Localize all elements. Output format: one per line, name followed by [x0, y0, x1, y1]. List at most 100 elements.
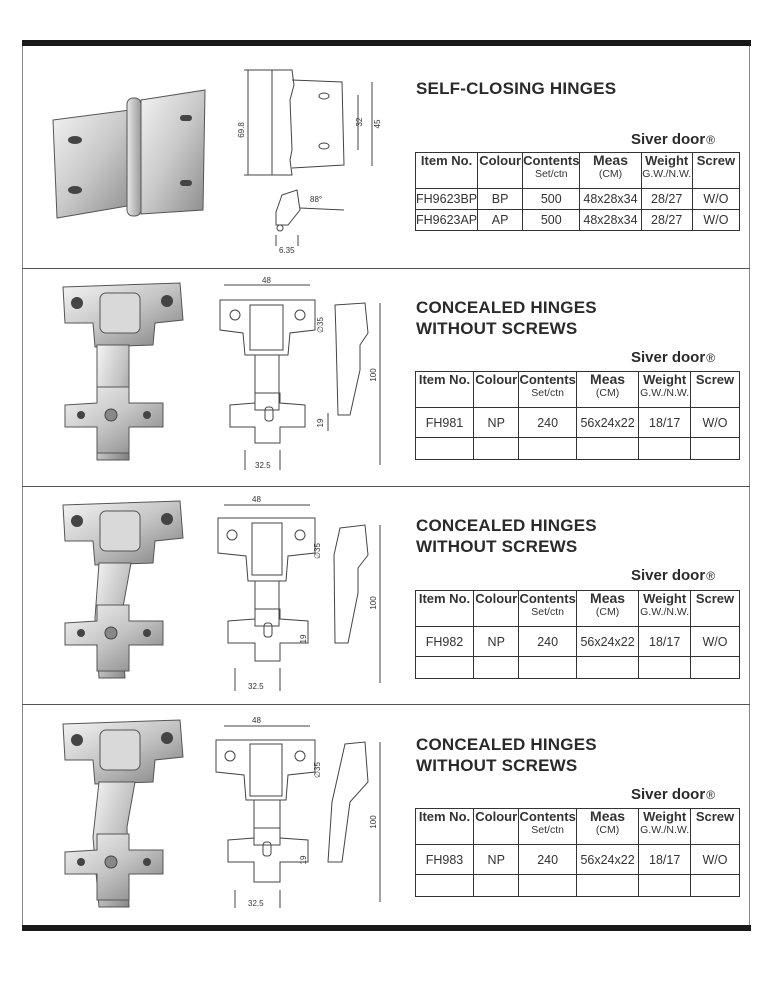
header-screw: Screw	[689, 371, 741, 408]
dim-label: 100	[369, 596, 378, 610]
brand-label: Siver door®	[631, 786, 715, 803]
title-line: WITHOUT SCREWS	[416, 537, 578, 556]
registered-mark: ®	[706, 351, 716, 365]
header-contents-label: Contents	[519, 591, 576, 606]
concealed-hinge-photo	[62, 719, 184, 908]
header-weight-label: Weight	[645, 153, 689, 168]
cell-screw: W/O	[691, 209, 741, 231]
table-row: FH9623BP BP 500 48x28x34 28/27 W/O	[414, 188, 741, 210]
header-meas: Meas(CM)	[575, 590, 640, 627]
cell-meas: 56x24x22	[575, 626, 640, 657]
cell-screw: W/O	[689, 626, 741, 657]
header-contents-label: Contents	[519, 372, 576, 387]
concealed-hinge-photo	[62, 282, 184, 461]
dim-label: 32.5	[248, 899, 264, 908]
header-weight-sub: G.W./N.W.	[642, 168, 692, 180]
registered-mark: ®	[706, 569, 716, 583]
dim-label: 100	[369, 368, 378, 382]
brand-name: Siver door	[631, 131, 706, 148]
header-screw: Screw	[689, 590, 741, 627]
title-line: CONCEALED HINGES	[416, 298, 597, 317]
header-meas: Meas(CM)	[575, 371, 640, 408]
cell-weight: 18/17	[638, 407, 691, 438]
dim-label: 45	[373, 119, 382, 128]
dim-label: 88°	[310, 195, 322, 204]
header-weight-sub: G.W./N.W.	[640, 824, 690, 836]
dim-label: 48	[252, 716, 261, 725]
header-contents-label: Contents	[523, 153, 580, 168]
header-colour: Colour	[472, 371, 520, 408]
header-contents-sub: Set/ctn	[531, 387, 564, 399]
title-line: WITHOUT SCREWS	[416, 756, 578, 775]
table-row: FH9623AP AP 500 48x28x34 28/27 W/O	[414, 209, 741, 231]
cell-contents: 240	[518, 844, 577, 875]
catalog-frame	[22, 46, 750, 925]
cell-contents: 240	[518, 407, 577, 438]
header-item-no: Item No.	[415, 371, 474, 408]
header-meas-sub: (CM)	[595, 387, 620, 399]
cell-colour: BP	[477, 188, 524, 210]
dim-label: 48	[252, 495, 261, 504]
cell-weight: 18/17	[638, 626, 691, 657]
cell-colour: NP	[472, 626, 520, 657]
header-colour: Colour	[477, 152, 524, 189]
section-divider	[22, 704, 750, 705]
dim-label: 19	[299, 855, 308, 864]
title-line: CONCEALED HINGES	[416, 735, 597, 754]
brand-name: Siver door	[631, 786, 706, 803]
section-divider	[22, 268, 750, 269]
title-line: SELF-CLOSING HINGES	[416, 79, 617, 98]
table-row: FH981 NP 240 56x24x22 18/17 W/O	[415, 407, 741, 438]
header-meas-sub: (CM)	[598, 168, 623, 180]
cell-contents: 240	[518, 626, 577, 657]
brand-label: Siver door®	[631, 567, 715, 584]
cell-item: FH9623BP	[414, 188, 479, 210]
section-title: CONCEALED HINGES WITHOUT SCREWS	[416, 297, 597, 339]
registered-mark: ®	[706, 133, 716, 147]
header-contents-sub: Set/ctn	[534, 168, 568, 180]
title-line: WITHOUT SCREWS	[416, 319, 578, 338]
cell-meas: 56x24x22	[575, 844, 640, 875]
cell-meas: 48x28x34	[579, 188, 642, 210]
dim-label: 100	[369, 815, 378, 829]
dim-label: 32	[355, 117, 364, 126]
cell-item: FH9623AP	[414, 209, 479, 231]
header-colour: Colour	[472, 590, 520, 627]
header-meas-label: Meas	[590, 371, 626, 387]
header-colour: Colour	[472, 808, 520, 845]
cell-weight: 18/17	[638, 844, 691, 875]
cell-colour: NP	[472, 407, 520, 438]
table-row: FH982 NP 240 56x24x22 18/17 W/O	[415, 626, 741, 657]
brand-name: Siver door	[631, 349, 706, 366]
bottom-rule	[22, 925, 751, 931]
header-weight-sub: G.W./N.W.	[640, 387, 690, 399]
header-screw: Screw	[689, 808, 741, 845]
header-contents-label: Contents	[519, 809, 576, 824]
header-meas-label: Meas	[590, 808, 626, 824]
cell-item: FH982	[415, 626, 474, 657]
dim-label: ∅35	[313, 762, 322, 778]
brand-name: Siver door	[631, 567, 706, 584]
brand-label: Siver door®	[631, 349, 715, 366]
top-rule	[22, 40, 751, 46]
cell-contents: 500	[522, 188, 581, 210]
concealed-hinge-drawing: 48 ∅35 19 32.5 100	[219, 276, 381, 470]
registered-mark: ®	[706, 788, 716, 802]
dim-label: 69.8	[237, 122, 246, 138]
header-meas-label: Meas	[592, 152, 628, 168]
brand-label: Siver door®	[631, 131, 715, 148]
